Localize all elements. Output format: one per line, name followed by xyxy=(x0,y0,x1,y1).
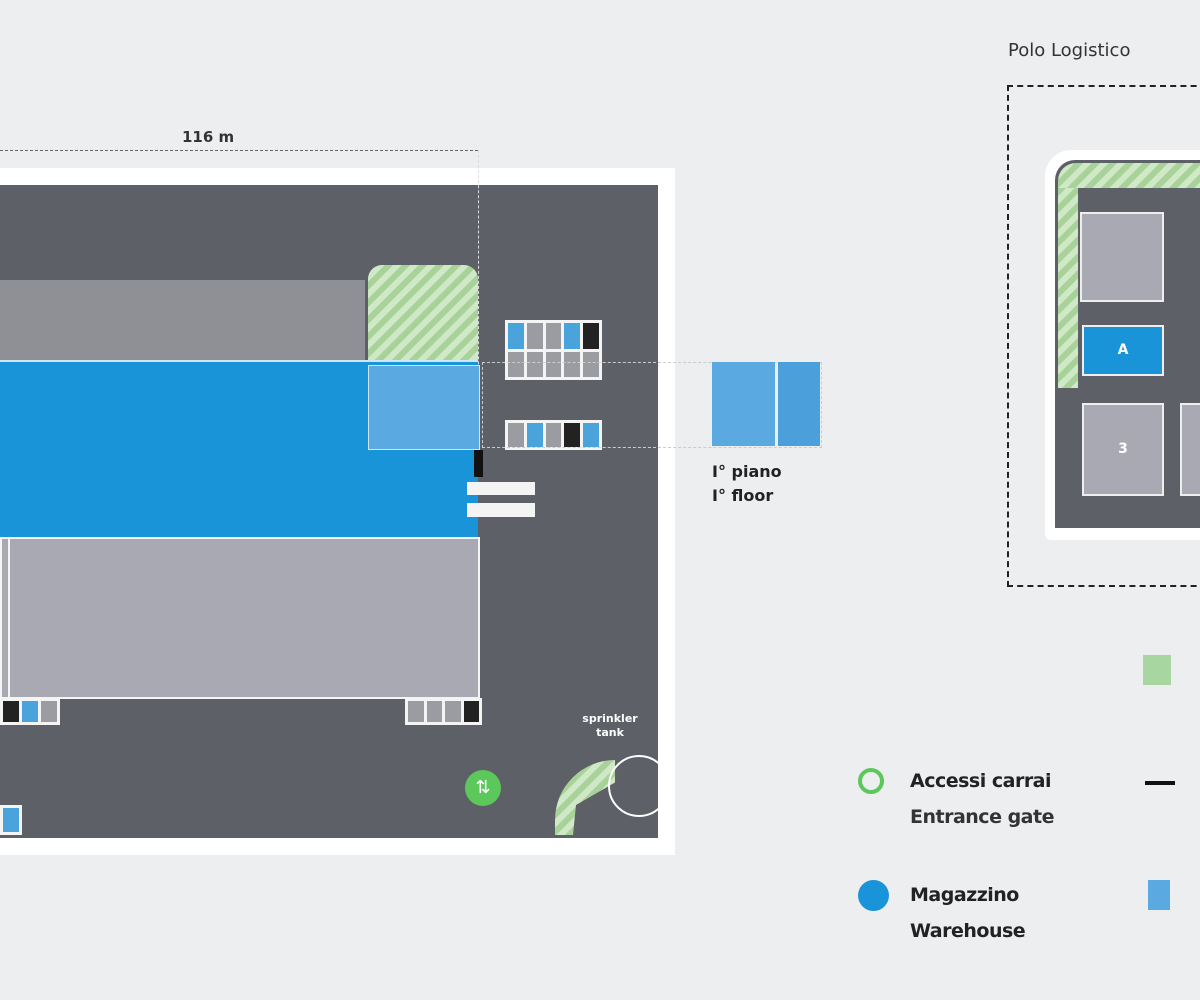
first-floor-label: I° piano I° floor xyxy=(712,460,782,508)
overview-boundary xyxy=(1007,85,1200,587)
office-block xyxy=(368,365,480,450)
first-floor-label-en: I° floor xyxy=(712,486,774,505)
legend-green-swatch xyxy=(1143,655,1171,685)
first-floor-outline xyxy=(482,362,822,448)
overview-green xyxy=(1058,188,1078,388)
door-marker xyxy=(474,450,483,477)
green-area xyxy=(368,265,478,360)
dimension-label: 116 m xyxy=(182,128,235,146)
legend-entrance-gate: Accessi carrai Entrance gate xyxy=(910,770,1054,828)
legend-warehouse: Magazzino Warehouse xyxy=(910,884,1026,942)
secondary-building xyxy=(0,537,480,699)
loading-bay xyxy=(467,482,535,495)
first-floor-label-it: I° piano xyxy=(712,462,782,481)
sprinkler-tank xyxy=(608,755,670,817)
entrance-gate-icon: ⇅ xyxy=(465,770,501,806)
overview-building xyxy=(1080,212,1164,302)
parking-area xyxy=(0,805,22,835)
overview-building-a[interactable]: A xyxy=(1082,325,1164,376)
legend-warehouse-icon xyxy=(858,880,889,911)
parking-area xyxy=(505,420,602,450)
building-divider xyxy=(8,537,10,699)
sprinkler-label: sprinkler tank xyxy=(582,712,638,739)
parking-area xyxy=(505,320,602,380)
legend-entrance-gate-icon xyxy=(858,768,884,794)
legend-line-swatch xyxy=(1145,781,1175,785)
parking-area xyxy=(405,698,482,725)
dimension-line-vertical xyxy=(478,150,479,450)
overview-green xyxy=(1058,163,1200,188)
overview-building xyxy=(1180,403,1200,496)
legend-office-swatch xyxy=(1148,880,1170,910)
loading-strip xyxy=(0,280,365,360)
parking-area xyxy=(0,698,60,725)
first-floor-office xyxy=(778,362,820,446)
loading-bay xyxy=(467,503,535,517)
overview-building-3[interactable]: 3 xyxy=(1082,403,1164,496)
overview-title: Polo Logistico xyxy=(1008,40,1131,61)
first-floor-office xyxy=(712,362,775,446)
dimension-line xyxy=(0,150,478,151)
